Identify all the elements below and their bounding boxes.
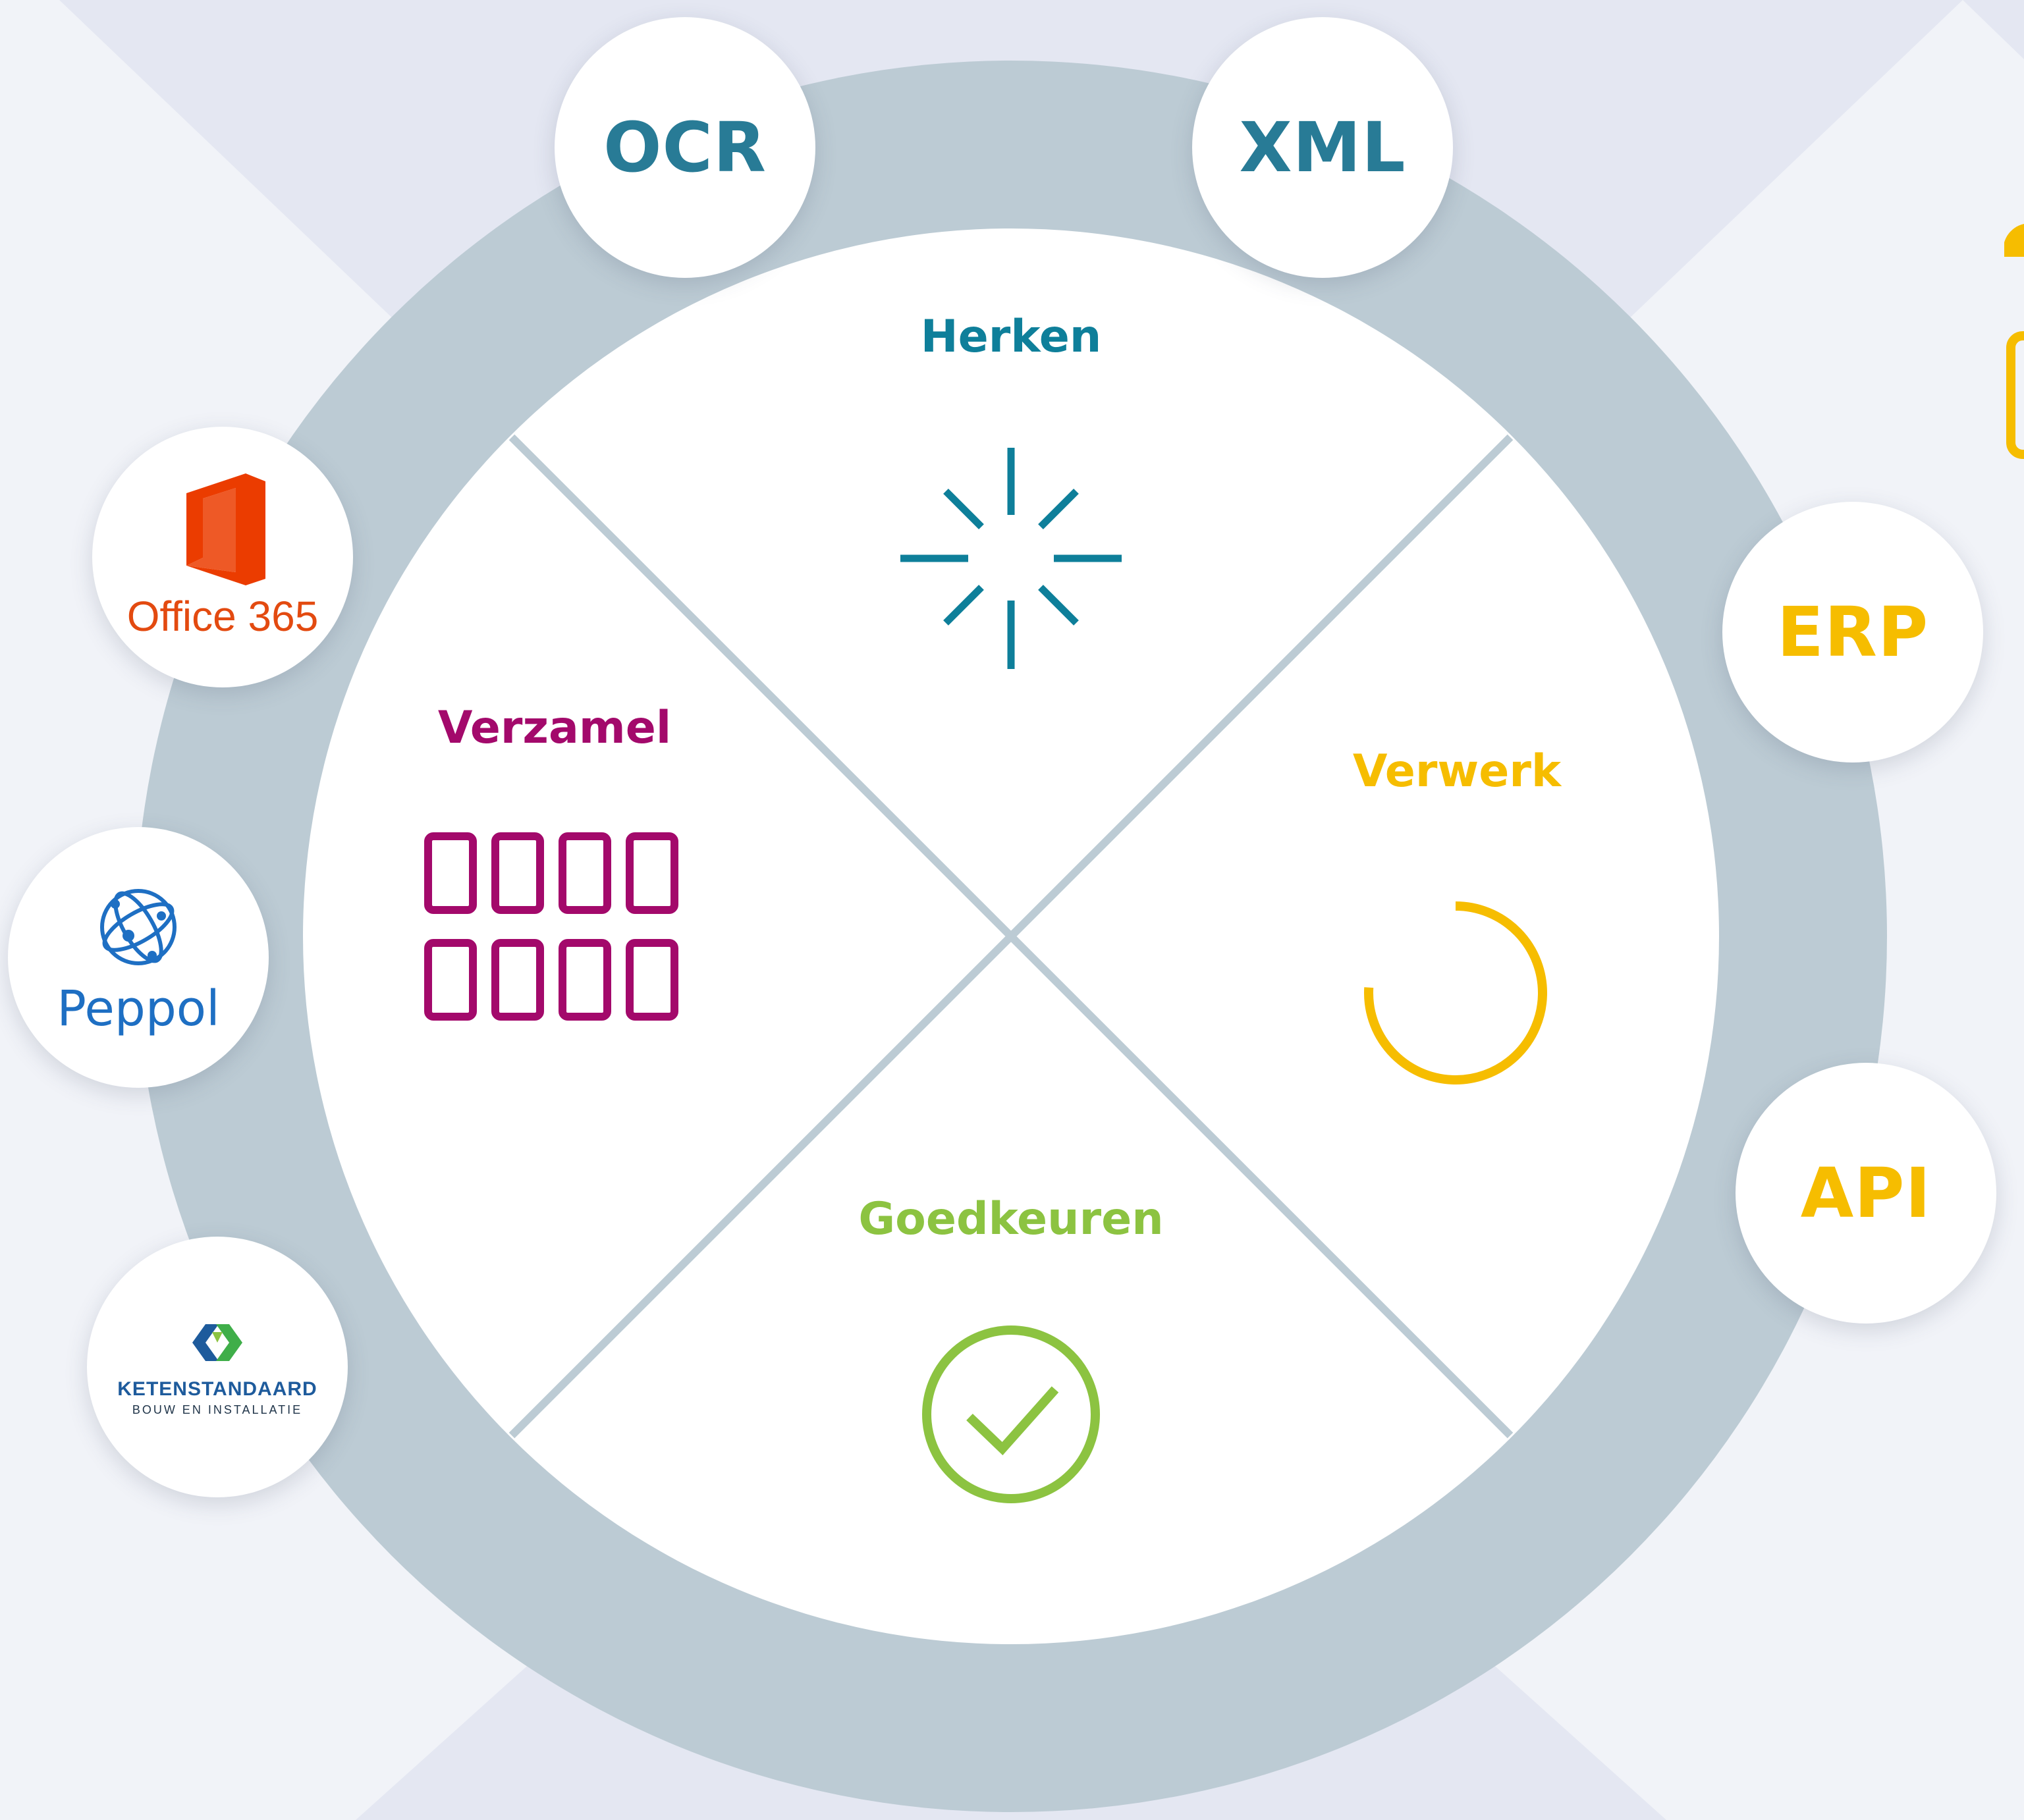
progress-circle-icon (1364, 901, 1547, 1084)
integration-ketenstandaard: KETENSTANDAARD BOUW EN INSTALLATIE (87, 1237, 348, 1497)
peppol-logo-icon (100, 889, 177, 965)
ketenstandaard-subtitle: BOUW EN INSTALLATIE (132, 1403, 303, 1416)
ketenstandaard-title: KETENSTANDAARD (117, 1378, 317, 1400)
segment-label-verzamel: Verzamel (437, 702, 672, 754)
integration-peppol: Peppol (8, 827, 269, 1088)
segment-label-herken: Herken (920, 311, 1102, 363)
cropped-edge-shape (2004, 224, 2024, 459)
integration-label: XML (1239, 107, 1406, 188)
integration-label: API (1800, 1153, 1932, 1233)
ketenstandaard-logo-icon (192, 1324, 242, 1361)
integration-label: OCR (603, 107, 767, 188)
loading-burst-icon (900, 448, 1122, 669)
integration-ocr: OCR (555, 17, 815, 278)
integration-office365: Office 365 (92, 427, 353, 687)
check-circle-icon (922, 1325, 1100, 1503)
office365-label: Office 365 (126, 593, 319, 640)
integration-erp: ERP (1722, 502, 1983, 763)
integration-label: ERP (1776, 592, 1929, 672)
divider-line (508, 434, 1514, 1439)
peppol-label: Peppol (57, 980, 220, 1037)
segment-label-goedkeuren: Goedkeuren (858, 1193, 1164, 1245)
grid-boxes-icon (424, 832, 678, 1021)
office365-logo-icon (186, 473, 265, 585)
segment-label-verwerk: Verwerk (1352, 745, 1562, 797)
integration-xml: XML (1192, 17, 1453, 278)
integration-api: API (1736, 1063, 1996, 1324)
